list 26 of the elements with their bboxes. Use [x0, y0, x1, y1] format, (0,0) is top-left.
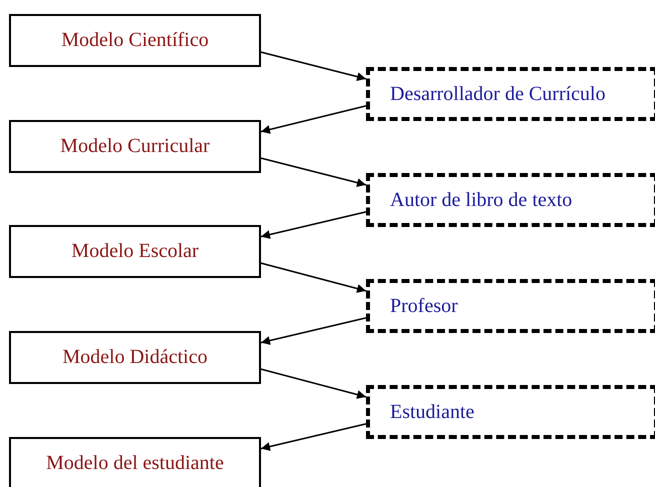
- role-box: [366, 385, 655, 439]
- role-box: [366, 173, 655, 227]
- arrow: [260, 423, 366, 451]
- arrow: [260, 157, 366, 188]
- arrow: [260, 51, 366, 82]
- node-label: Modelo Curricular: [60, 135, 210, 158]
- node-label: Estudiante: [390, 400, 474, 424]
- arrow: [260, 317, 366, 345]
- node-label: Profesor: [390, 294, 458, 318]
- arrow: [260, 368, 366, 399]
- model-box: [9, 14, 261, 67]
- model-box: [9, 120, 261, 173]
- node-label: Modelo Científico: [61, 29, 209, 52]
- arrow: [260, 105, 366, 134]
- role-box: [366, 67, 655, 121]
- node-label: Modelo Didáctico: [62, 346, 208, 369]
- model-box: [9, 437, 261, 487]
- arrow: [260, 262, 366, 293]
- model-box: [9, 225, 261, 278]
- role-box: [366, 279, 655, 333]
- node-label: Modelo del estudiante: [46, 452, 224, 475]
- node-label: Desarrollador de Currículo: [390, 82, 606, 106]
- node-label: Autor de libro de texto: [390, 188, 572, 212]
- arrow: [260, 211, 366, 239]
- model-box: [9, 331, 261, 384]
- node-label: Modelo Escolar: [71, 240, 199, 263]
